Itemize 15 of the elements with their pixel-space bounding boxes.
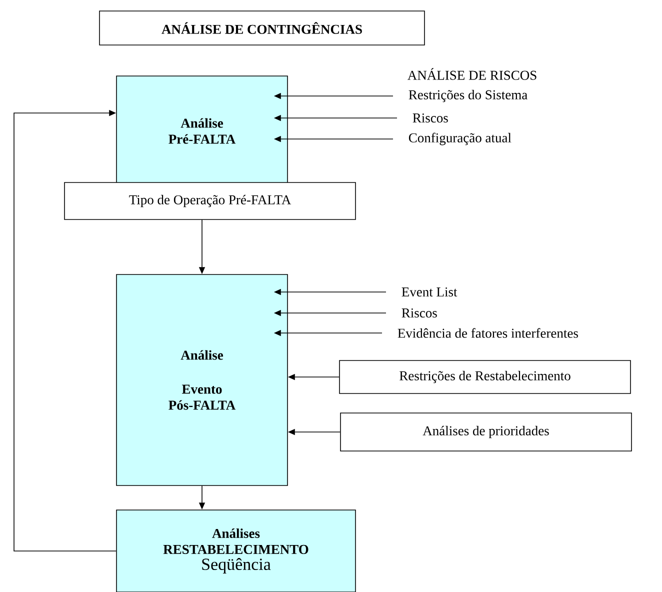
input-label: Event List xyxy=(402,287,458,297)
input-label: Evidência de fatores interferentes xyxy=(398,328,578,338)
input-label: Restrições do Sistema xyxy=(408,90,528,102)
info-box: Análises de prioridades xyxy=(340,412,632,452)
info-box: Tipo de Operação Pré-FALTA xyxy=(64,182,356,220)
arrow xyxy=(14,110,116,552)
process-box: Análise Evento Pós-FALTA xyxy=(116,274,288,486)
heading-label: ANÁLISE DE RISCOS xyxy=(408,68,536,80)
input-label: Riscos xyxy=(412,113,448,123)
input-label: Riscos xyxy=(402,308,437,318)
info-box: Restrições de Restabelecimento xyxy=(339,360,631,394)
title-box: ANÁLISE DE CONTINGÊNCIAS xyxy=(99,10,425,46)
process-box: Análise Pré-FALTA xyxy=(116,76,288,186)
process-box: Análises RESTABELECIMENTO Seqüência xyxy=(116,510,356,592)
input-label: Configuração atual xyxy=(408,132,512,146)
